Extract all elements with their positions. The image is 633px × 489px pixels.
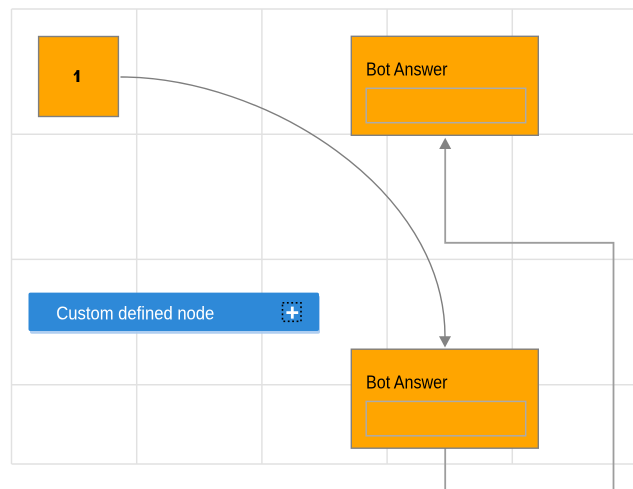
svg-text:Bot Answer: Bot Answer [366, 372, 448, 392]
svg-text:Custom defined node: Custom defined node [56, 304, 214, 324]
svg-text:Bot Answer: Bot Answer [366, 59, 448, 79]
